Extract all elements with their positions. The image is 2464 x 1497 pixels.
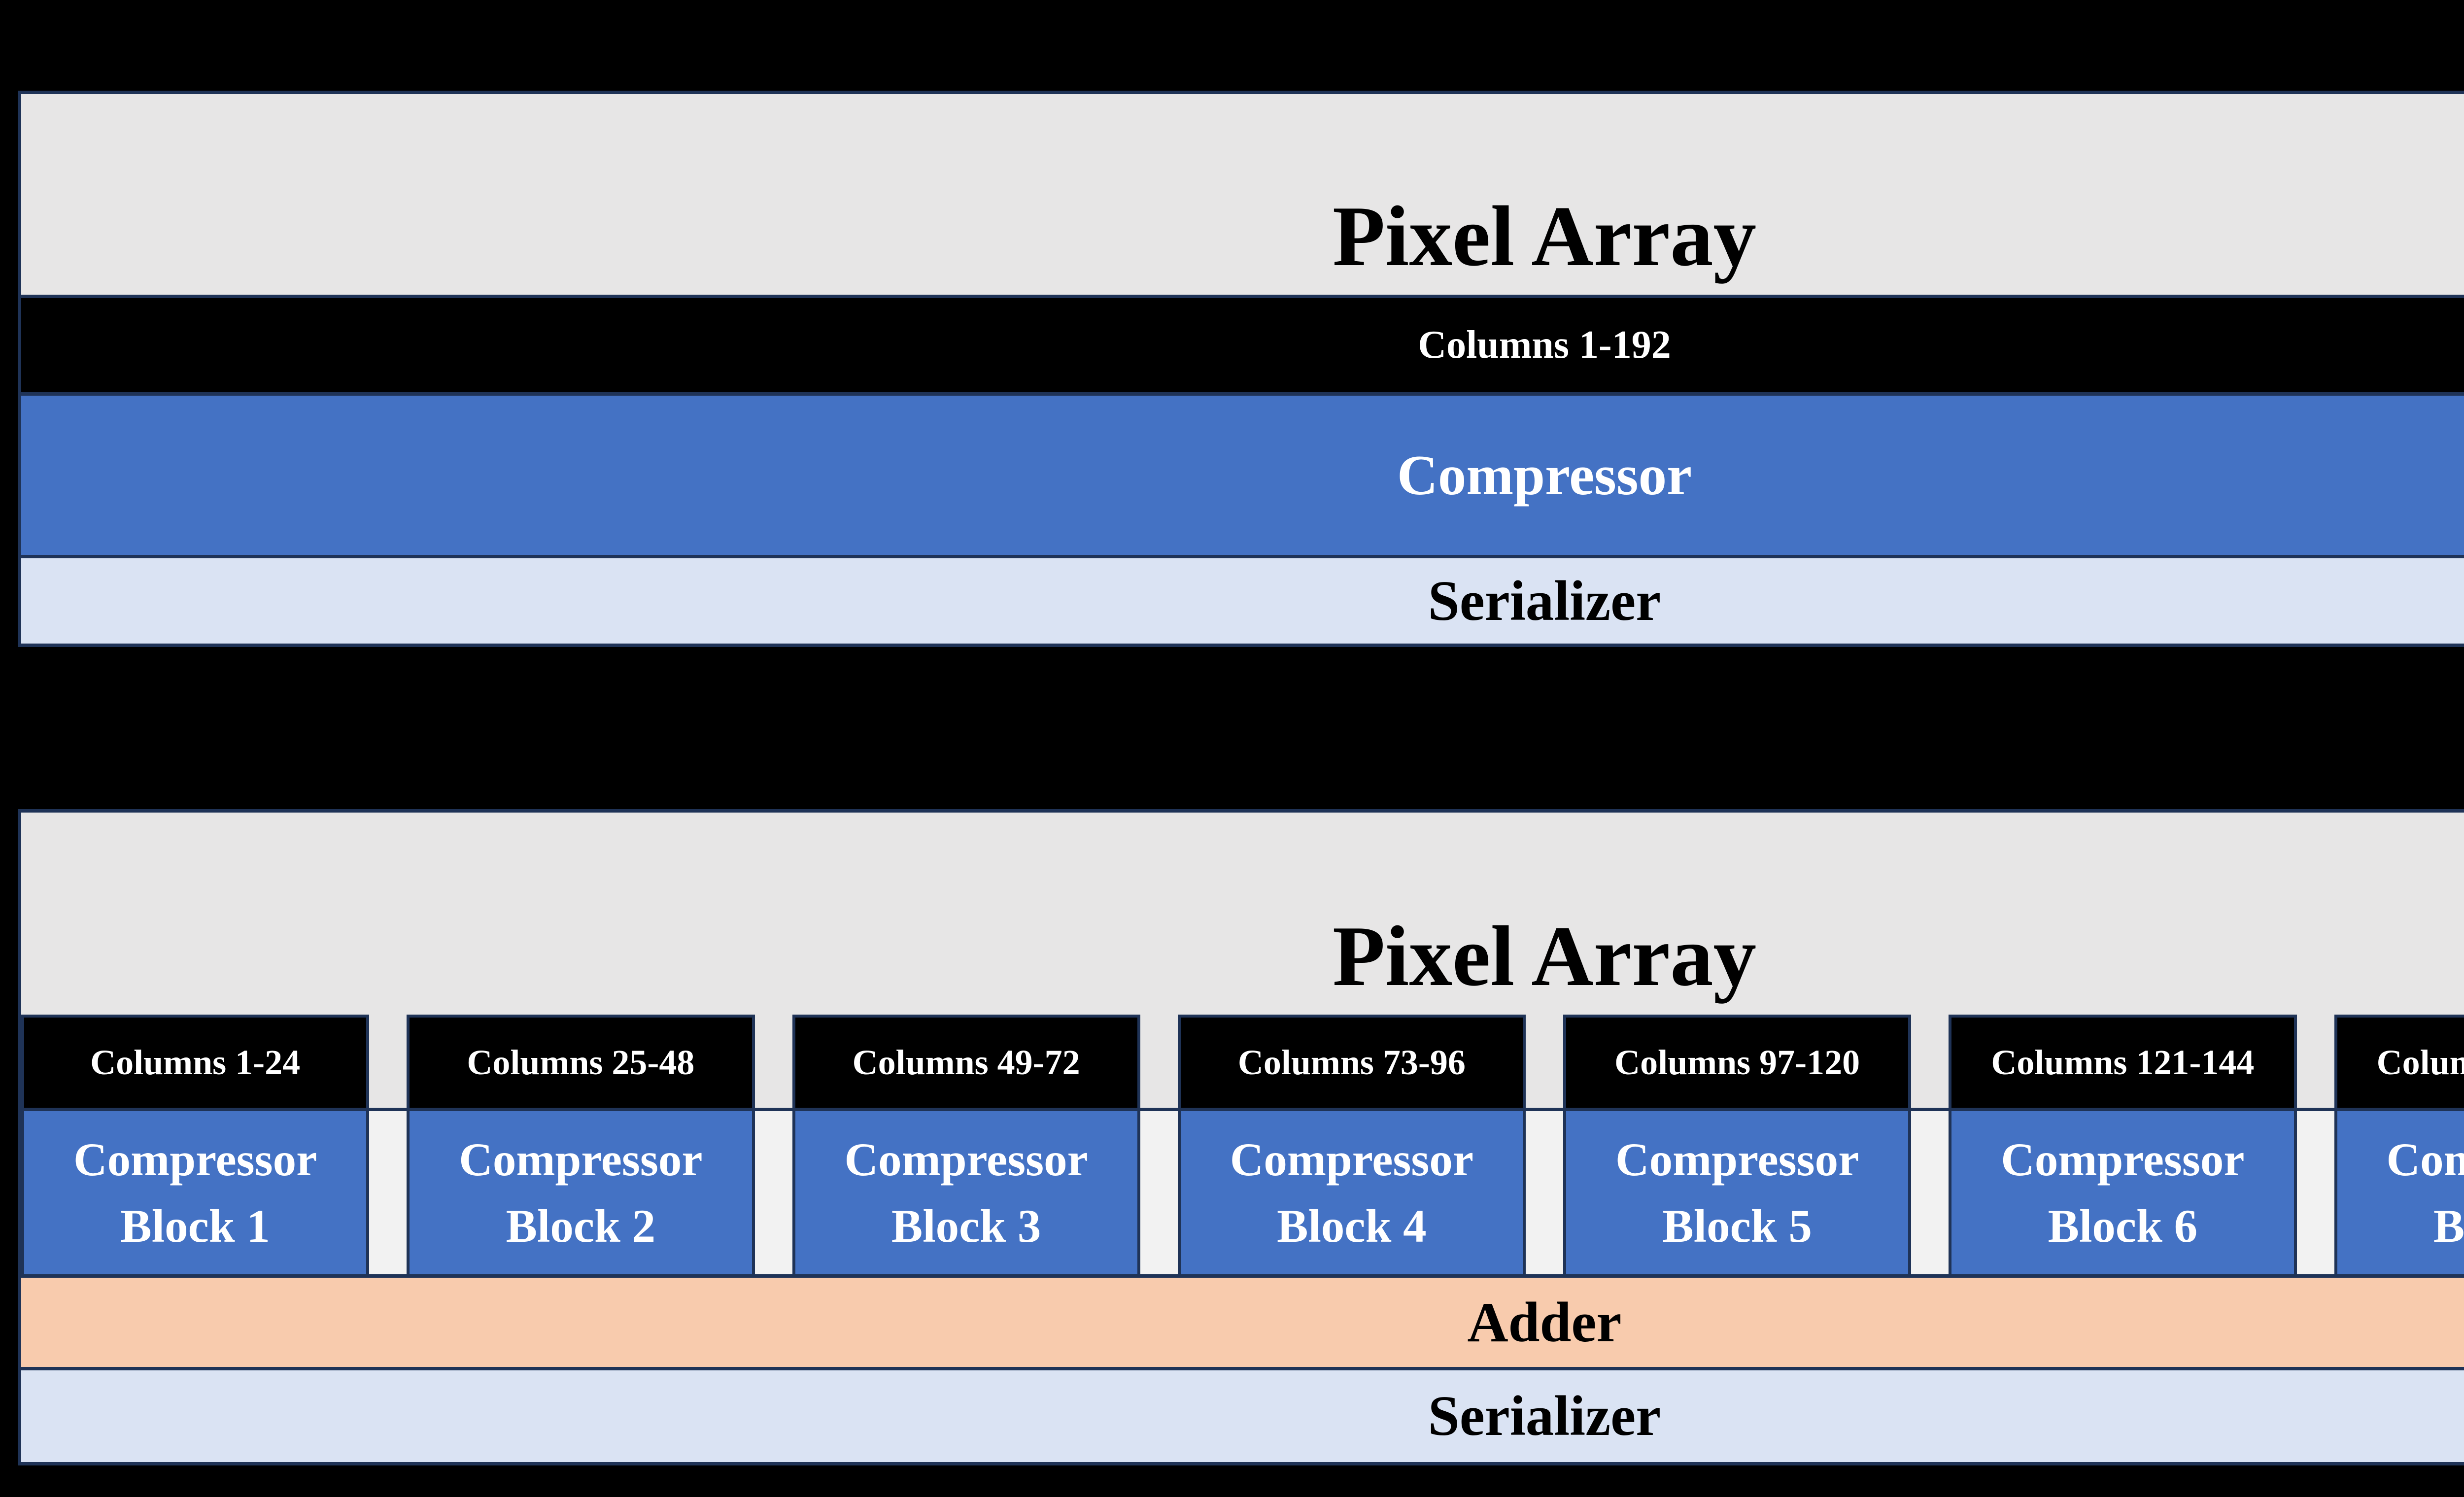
compressor-block-word: Compressor — [459, 1133, 703, 1186]
serializer-band-a: Serializer — [21, 558, 2464, 644]
columns-row: Columns 1-24 Columns 25-48 Columns 49-72… — [21, 1015, 2464, 1108]
columns-range-box-2: Columns 25-48 — [407, 1015, 755, 1108]
columns-range-label: Columns 1-24 — [90, 1043, 301, 1082]
adder-band: Adder — [21, 1278, 2464, 1367]
divider — [21, 295, 2464, 298]
compressor-block-word: Compressor — [2386, 1133, 2464, 1186]
columns-range-label: Columns 97-120 — [1614, 1043, 1860, 1082]
compressor-band-a: Compressor — [21, 396, 2464, 555]
compressor-block-number: Block 5 — [1662, 1199, 1812, 1252]
columns-range-label: Columns 145-168 — [2376, 1043, 2464, 1082]
compressor-block-7: Compressor Block 7 — [2334, 1111, 2464, 1274]
compressor-blocks-row: Compressor Block 1 Compressor Block 2 Co… — [21, 1111, 2464, 1274]
compressor-block-2: Compressor Block 2 — [407, 1111, 755, 1274]
columns-range-box-6: Columns 121-144 — [1949, 1015, 2297, 1108]
compressor-block-1: Compressor Block 1 — [21, 1111, 370, 1274]
pixel-array-band-b: Pixel Array — [21, 813, 2464, 1015]
columns-range-box-4: Columns 73-96 — [1177, 1015, 1526, 1108]
serializer-label-b: Serializer — [1428, 1385, 1661, 1447]
compressor-label-a: Compressor — [1397, 443, 1692, 507]
compressor-block-word: Compressor — [844, 1133, 1088, 1186]
columns-range-box-1: Columns 1-24 — [21, 1015, 370, 1108]
compressor-block-word: Compressor — [2001, 1133, 2245, 1186]
compressor-block-number: Block 7 — [2433, 1199, 2464, 1252]
columns-range-box-5: Columns 97-120 — [1563, 1015, 1912, 1108]
pixel-array-band-a: Pixel Array — [21, 94, 2464, 295]
columns-range-label: Columns 121-144 — [1991, 1043, 2255, 1082]
compressor-block-3: Compressor Block 3 — [792, 1111, 1140, 1274]
compressor-block-number: Block 1 — [120, 1199, 270, 1252]
divider — [21, 1274, 2464, 1278]
columns-range-label: Columns 25-48 — [467, 1043, 695, 1082]
compressor-block-number: Block 6 — [2048, 1199, 2198, 1252]
columns-range-label: Columns 73-96 — [1237, 1043, 1466, 1082]
compressor-block-5: Compressor Block 5 — [1563, 1111, 1912, 1274]
diagram-single-compressor: Pixel Array Columns 1-192 Compressor Ser… — [18, 91, 2464, 647]
compressor-block-word: Compressor — [1615, 1133, 1859, 1186]
serializer-band-b: Serializer — [21, 1370, 2464, 1462]
compressor-block-word: Compressor — [1230, 1133, 1474, 1186]
divider — [21, 555, 2464, 558]
divider — [21, 1108, 2464, 1111]
columns-range-box-7: Columns 145-168 — [2334, 1015, 2464, 1108]
columns-bar-a: Columns 1-192 — [21, 298, 2464, 392]
columns-bar-label-a: Columns 1-192 — [1418, 323, 1671, 367]
pixel-array-label-a: Pixel Array — [1332, 188, 1757, 284]
divider — [21, 392, 2464, 396]
compressor-block-word: Compressor — [73, 1133, 317, 1186]
columns-range-label: Columns 49-72 — [852, 1043, 1080, 1082]
columns-range-box-3: Columns 49-72 — [792, 1015, 1140, 1108]
compressor-block-4: Compressor Block 4 — [1177, 1111, 1526, 1274]
compressor-block-6: Compressor Block 6 — [1949, 1111, 2297, 1274]
compressor-block-number: Block 4 — [1277, 1199, 1427, 1252]
serializer-label-a: Serializer — [1428, 569, 1661, 632]
compressor-block-number: Block 2 — [506, 1199, 656, 1252]
diagram-parallel-compressors: Pixel Array Columns 1-24 Columns 25-48 C… — [18, 809, 2464, 1465]
adder-label: Adder — [1467, 1291, 1622, 1354]
divider — [21, 1367, 2464, 1370]
compressor-block-number: Block 3 — [891, 1199, 1041, 1252]
pixel-array-label-b: Pixel Array — [1332, 908, 1757, 1004]
